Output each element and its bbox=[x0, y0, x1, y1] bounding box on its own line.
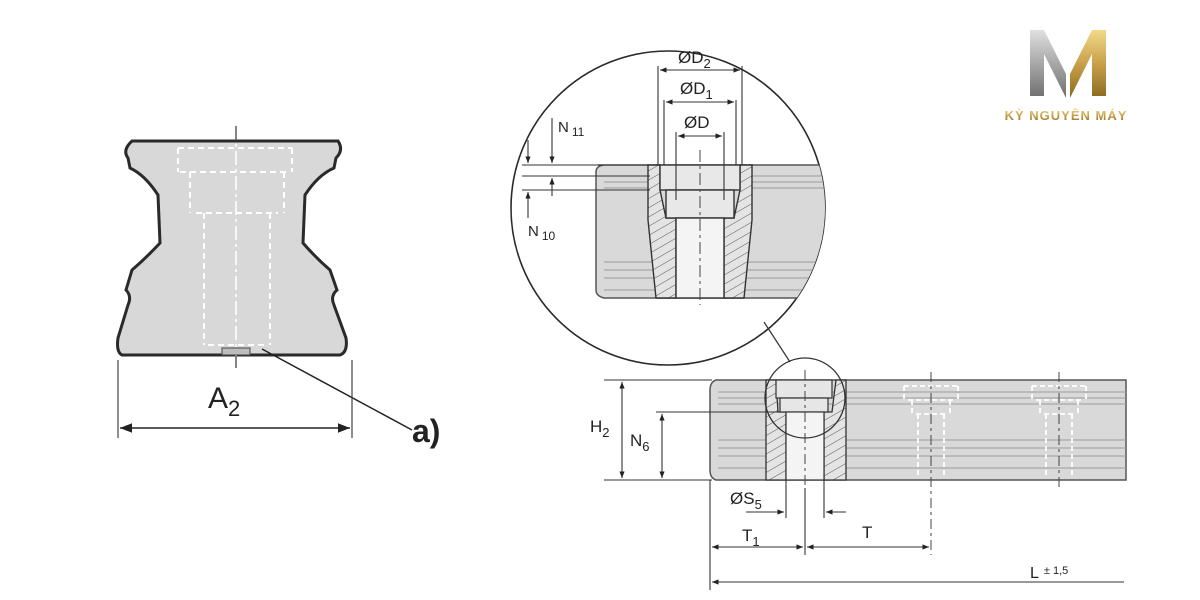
rail-side-view: H2 N6 ØS5 T1 T L± 1,5 bbox=[590, 357, 1127, 590]
hidden-bore-lines bbox=[177, 147, 293, 346]
dimension-n6-label: N6 bbox=[630, 431, 650, 454]
dimension-d2-label: ØD2 bbox=[678, 48, 711, 71]
detail-leader bbox=[763, 321, 791, 363]
callout-a-label: a) bbox=[412, 413, 440, 449]
detail-circle-small bbox=[764, 357, 846, 439]
brand-logo: KỲ NGUYÊN MÁY bbox=[1005, 30, 1128, 123]
dimension-a2-label: A2 bbox=[208, 382, 240, 421]
callout-leader bbox=[261, 348, 413, 431]
dimension-h2-label: H2 bbox=[590, 417, 610, 440]
dimension-l-label: L± 1,5 bbox=[1030, 565, 1068, 582]
dimension-t1-label: T1 bbox=[742, 526, 760, 549]
logo-m-mark bbox=[1030, 30, 1106, 98]
dimension-d-label: ØD bbox=[684, 113, 710, 132]
logo-wordmark: KỲ NGUYÊN MÁY bbox=[1005, 108, 1128, 123]
rail-cross-section: A2 a) bbox=[116, 126, 440, 449]
dimension-d1-label: ØD1 bbox=[680, 79, 713, 102]
rail-profile bbox=[116, 139, 348, 357]
dimension-t-label: T bbox=[862, 523, 872, 542]
dimension-s5-label: ØS5 bbox=[730, 489, 762, 512]
